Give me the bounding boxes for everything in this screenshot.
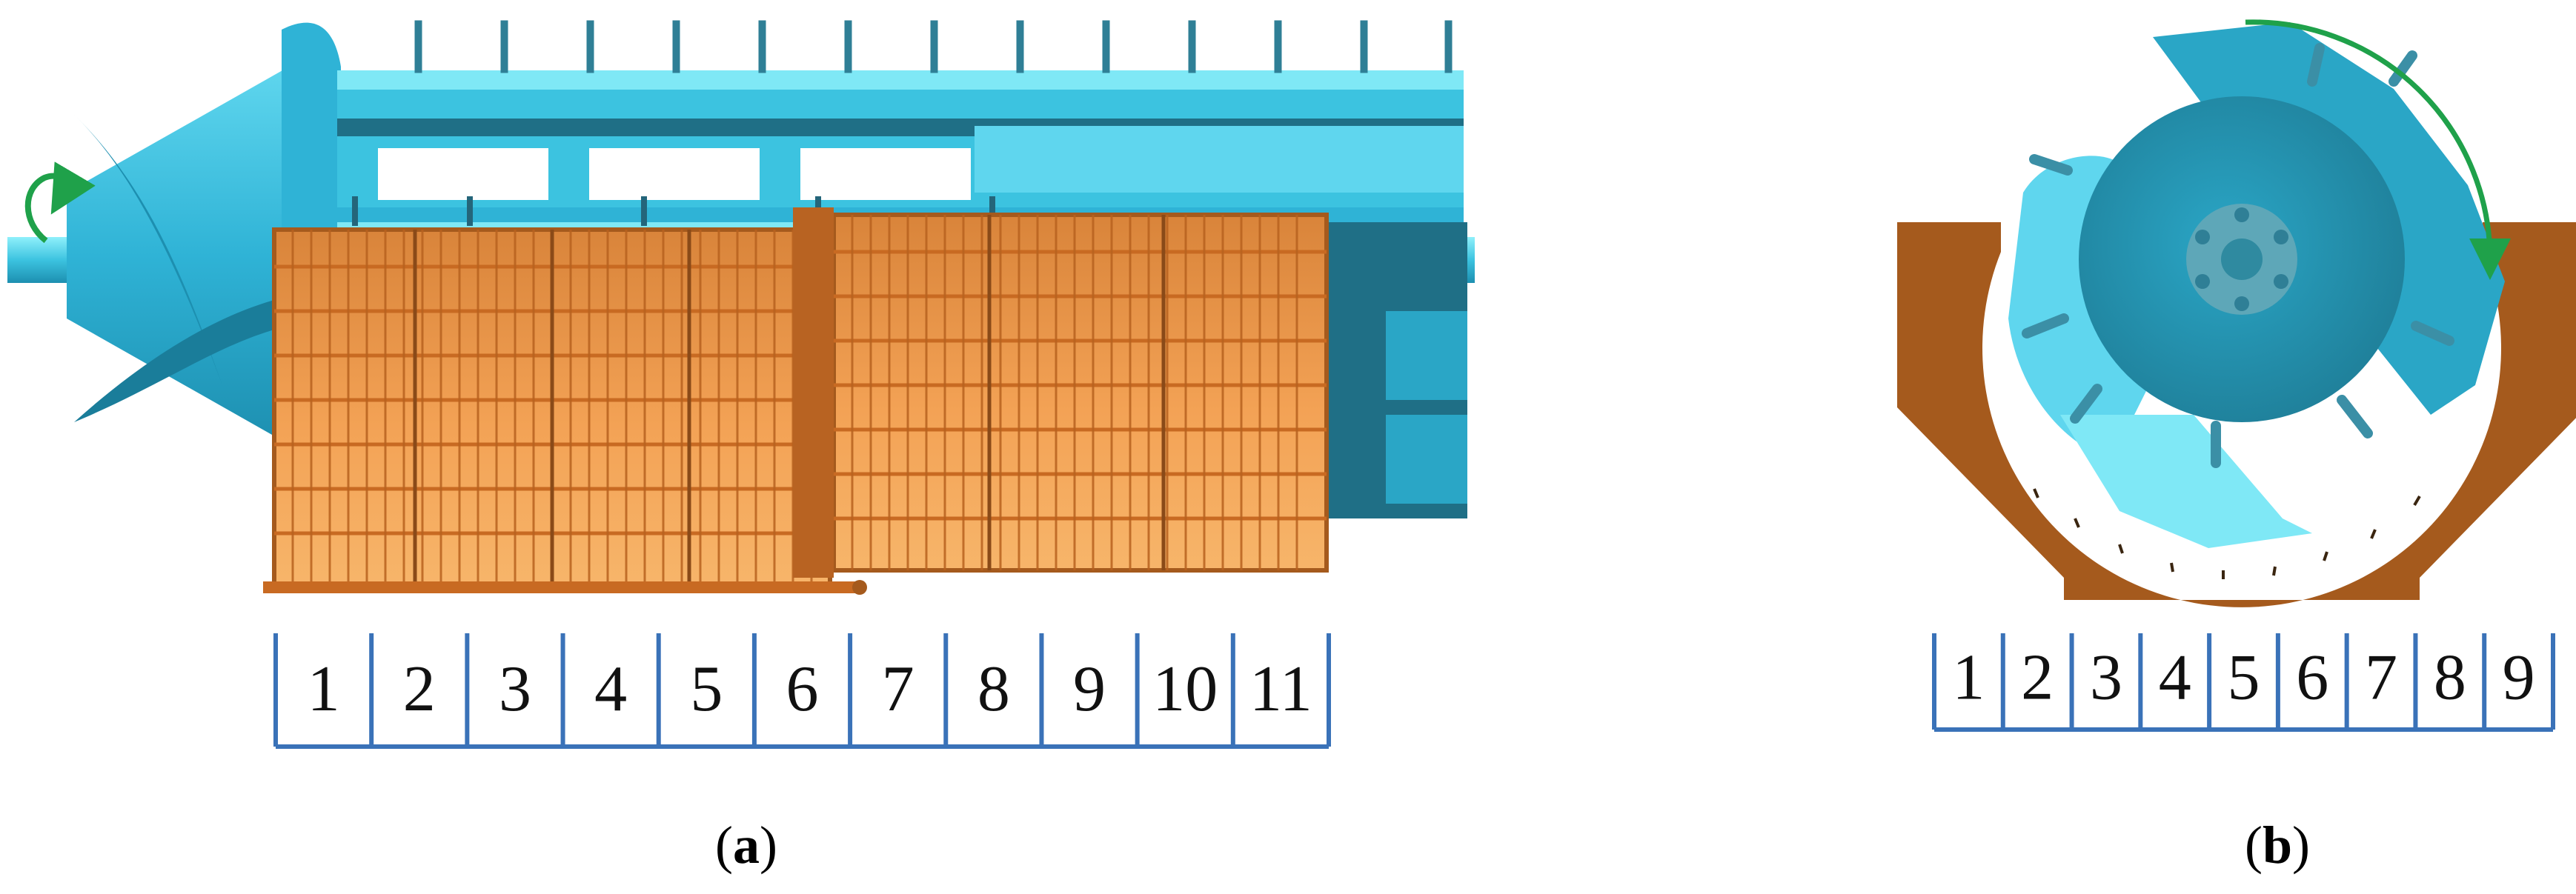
panel-a-cell-number: 10: [1152, 653, 1218, 725]
rotor-drum-top-bar: [337, 70, 1464, 90]
panel-a-cell-number: 11: [1249, 653, 1312, 725]
panel-b-cell-number: 6: [2296, 641, 2328, 713]
top-spikes: [414, 20, 1453, 73]
concave-grate-rear: [831, 213, 1329, 573]
panel-b-cell-number: 5: [2228, 641, 2260, 713]
panel-a-cell-number: 1: [308, 653, 340, 725]
curved-arrow-icon: [24, 161, 96, 244]
panel-a-side-view: [7, 20, 1475, 595]
panel-a-cell-number: 2: [403, 653, 436, 725]
panel-a-cell-number: 4: [594, 653, 627, 725]
panel-a-cell-number: 8: [977, 653, 1010, 725]
rotor-hub-center: [2221, 238, 2263, 280]
panel-b-cell-number: 1: [1952, 641, 1985, 713]
panel-b-label: (b): [2245, 815, 2310, 875]
drum-window: [378, 148, 548, 200]
concave-grate-front: [272, 227, 832, 587]
feeding-cone: [67, 67, 289, 444]
drum-spikes: [2022, 43, 2454, 468]
concave-joint: [793, 207, 834, 578]
panel-b-cell-number: 8: [2434, 641, 2466, 713]
panel-b-cell-number: 2: [2021, 641, 2054, 713]
panel-b-cell-number: 7: [2365, 641, 2397, 713]
rotor-end-plate: [1386, 311, 1467, 400]
rotor-blade: [2060, 415, 2312, 548]
drum-window: [589, 148, 760, 200]
panel-b-cell-number: 3: [2090, 641, 2122, 713]
arc-arrow-icon: [2245, 19, 2511, 280]
concave-bottom-rod: [263, 581, 856, 593]
rotor-end-plate: [1386, 415, 1467, 504]
panel-a-cell-number: 7: [882, 653, 914, 725]
panel-a-cell-number: 9: [1073, 653, 1106, 725]
panel-a-cell-number: 3: [499, 653, 531, 725]
drum-window: [800, 148, 971, 200]
auger-blade-edge: [74, 296, 289, 422]
panel-b-cell-number: 9: [2503, 641, 2535, 713]
hub-bolts: [2195, 207, 2288, 311]
panel-b-cell-number: 4: [2159, 641, 2191, 713]
panel-a-label: (a): [715, 815, 777, 875]
concave-ticks: [2033, 488, 2421, 579]
panel-a-cell-number: 5: [690, 653, 723, 725]
rod-end: [852, 580, 867, 595]
drum-window: [975, 126, 1464, 193]
panel-b-cross-section: [1897, 19, 2576, 607]
panel-a-cell-number: 6: [786, 653, 819, 725]
